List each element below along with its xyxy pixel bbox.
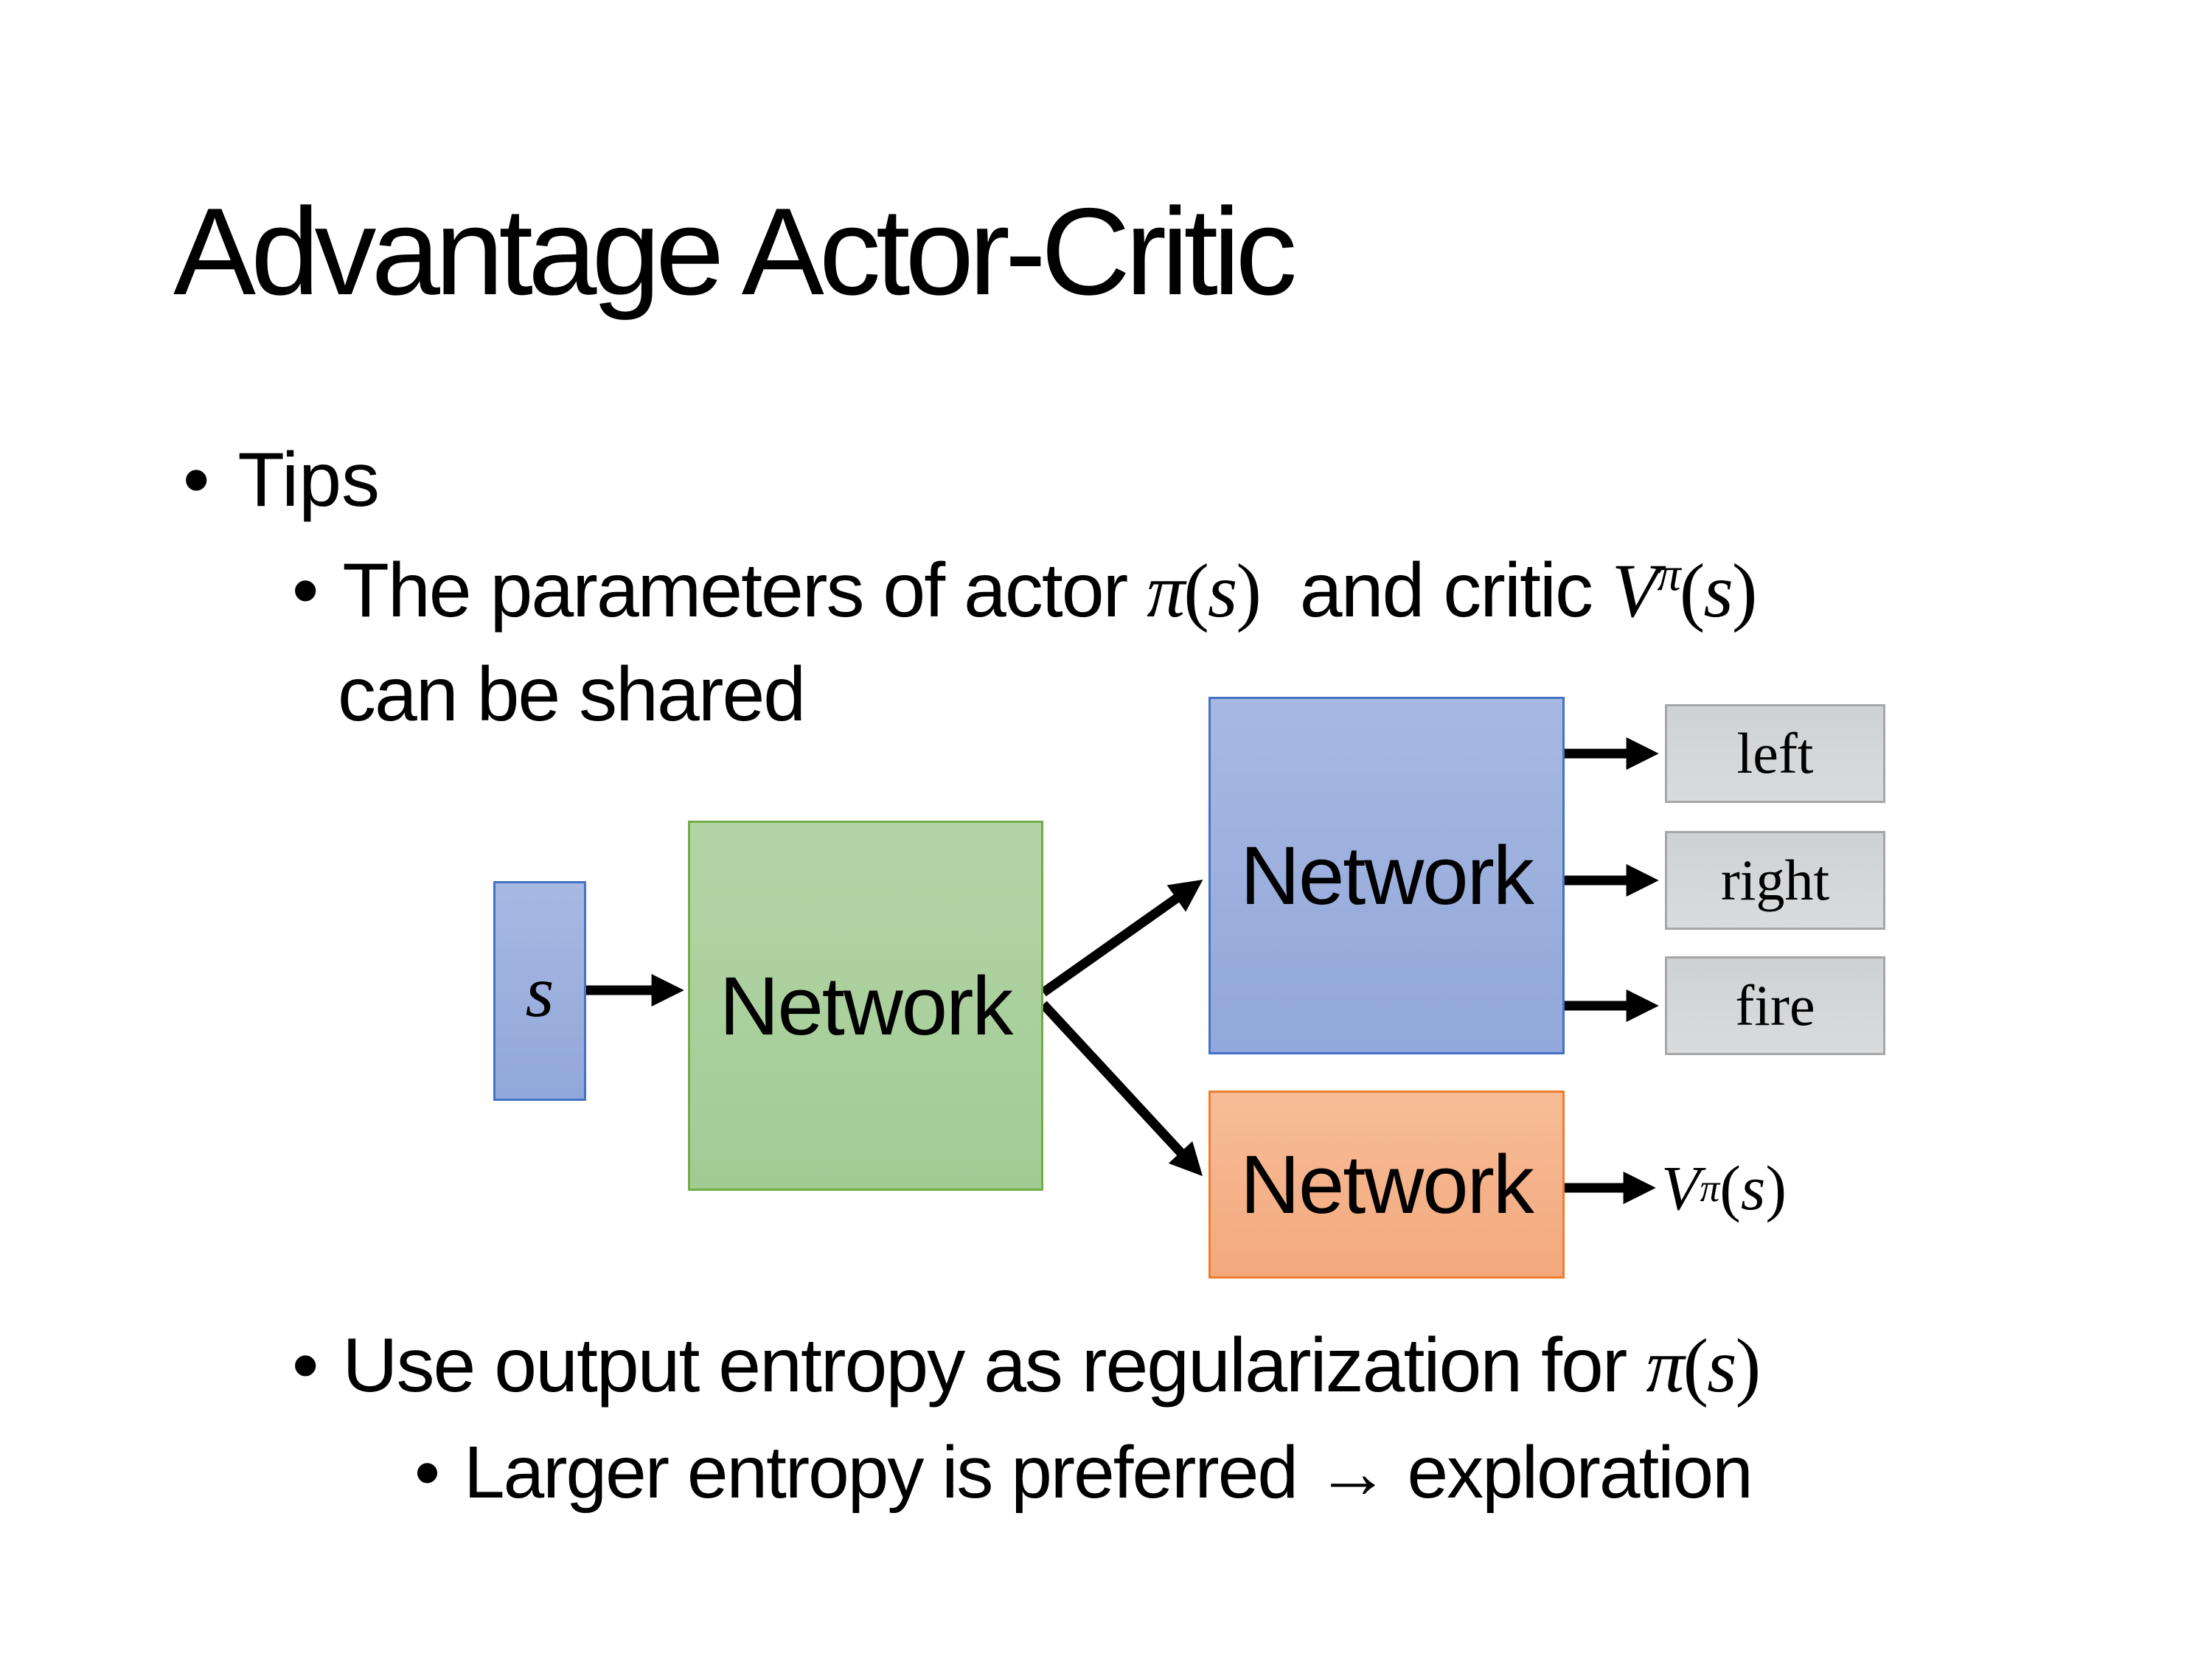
rparen: ) (1731, 549, 1758, 633)
pi-symbol: π (1646, 1324, 1684, 1408)
critic-network-box: Network (1208, 1091, 1565, 1279)
pi-superscript: π (1657, 548, 1680, 601)
V-symbol: V (1611, 549, 1659, 633)
bullet2-text-pre: Use output entropy as regularization for (342, 1323, 1646, 1408)
bullet-dot: • (292, 1323, 319, 1408)
action-box-left: left (1665, 704, 1885, 803)
bullet1-text-pre: The parameters of actor (342, 548, 1147, 633)
page-title: Advantage Actor-Critic (173, 182, 1297, 321)
state-label: s (525, 950, 554, 1032)
tips-label: Tips (237, 437, 380, 523)
action-fire-label: fire (1735, 973, 1815, 1037)
lparen: ( (1719, 1152, 1741, 1223)
action-right-label: right (1720, 848, 1830, 912)
bullet-dot: • (183, 437, 210, 523)
action-left-label: left (1736, 721, 1814, 785)
bullet-dot: • (292, 548, 319, 633)
bullet-parameters-line2: can be shared (338, 652, 806, 737)
s-symbol: s (1703, 549, 1733, 633)
arrow-shared-to-actor (1040, 880, 1203, 997)
shared-network-box: Network (688, 821, 1043, 1191)
actor-network-label: Network (1240, 830, 1534, 922)
actor-network-box: Network (1208, 697, 1565, 1054)
lparen: ( (1679, 549, 1705, 633)
V-symbol: V (1661, 1152, 1700, 1223)
bullet1-text-mid: and critic (1260, 548, 1612, 633)
critic-network-label: Network (1240, 1138, 1534, 1231)
shared-network-label: Network (719, 959, 1014, 1052)
action-box-right: right (1665, 831, 1885, 930)
bullet-tips: • Tips (183, 437, 380, 524)
arrow-shared-to-critic (1040, 1001, 1203, 1177)
bullet-parameters-line1: •The parameters of actor π(s) and critic… (292, 547, 1758, 635)
lparen: ( (1683, 1324, 1708, 1408)
s-symbol: s (1740, 1152, 1766, 1223)
rparen: ) (1236, 549, 1262, 633)
rparen: ) (1765, 1152, 1787, 1223)
bullet-entropy: • Use output entropy as regularization fo… (292, 1322, 1761, 1410)
action-box-fire: fire (1665, 956, 1885, 1055)
pi-symbol: π (1147, 549, 1185, 633)
s-symbol: s (1207, 549, 1238, 633)
rparen: ) (1735, 1324, 1761, 1408)
lparen: ( (1183, 549, 1209, 633)
bullet-exploration: • Larger entropy is preferred → explorati… (414, 1430, 1753, 1515)
bullet-dot: • (414, 1431, 440, 1514)
s-symbol: s (1707, 1324, 1737, 1408)
state-input-box: s (493, 881, 586, 1101)
bullet-parameters: •The parameters of actor π(s) and critic… (292, 547, 1758, 739)
bullet3-text: Larger entropy is preferred → exploratio… (464, 1431, 1753, 1514)
